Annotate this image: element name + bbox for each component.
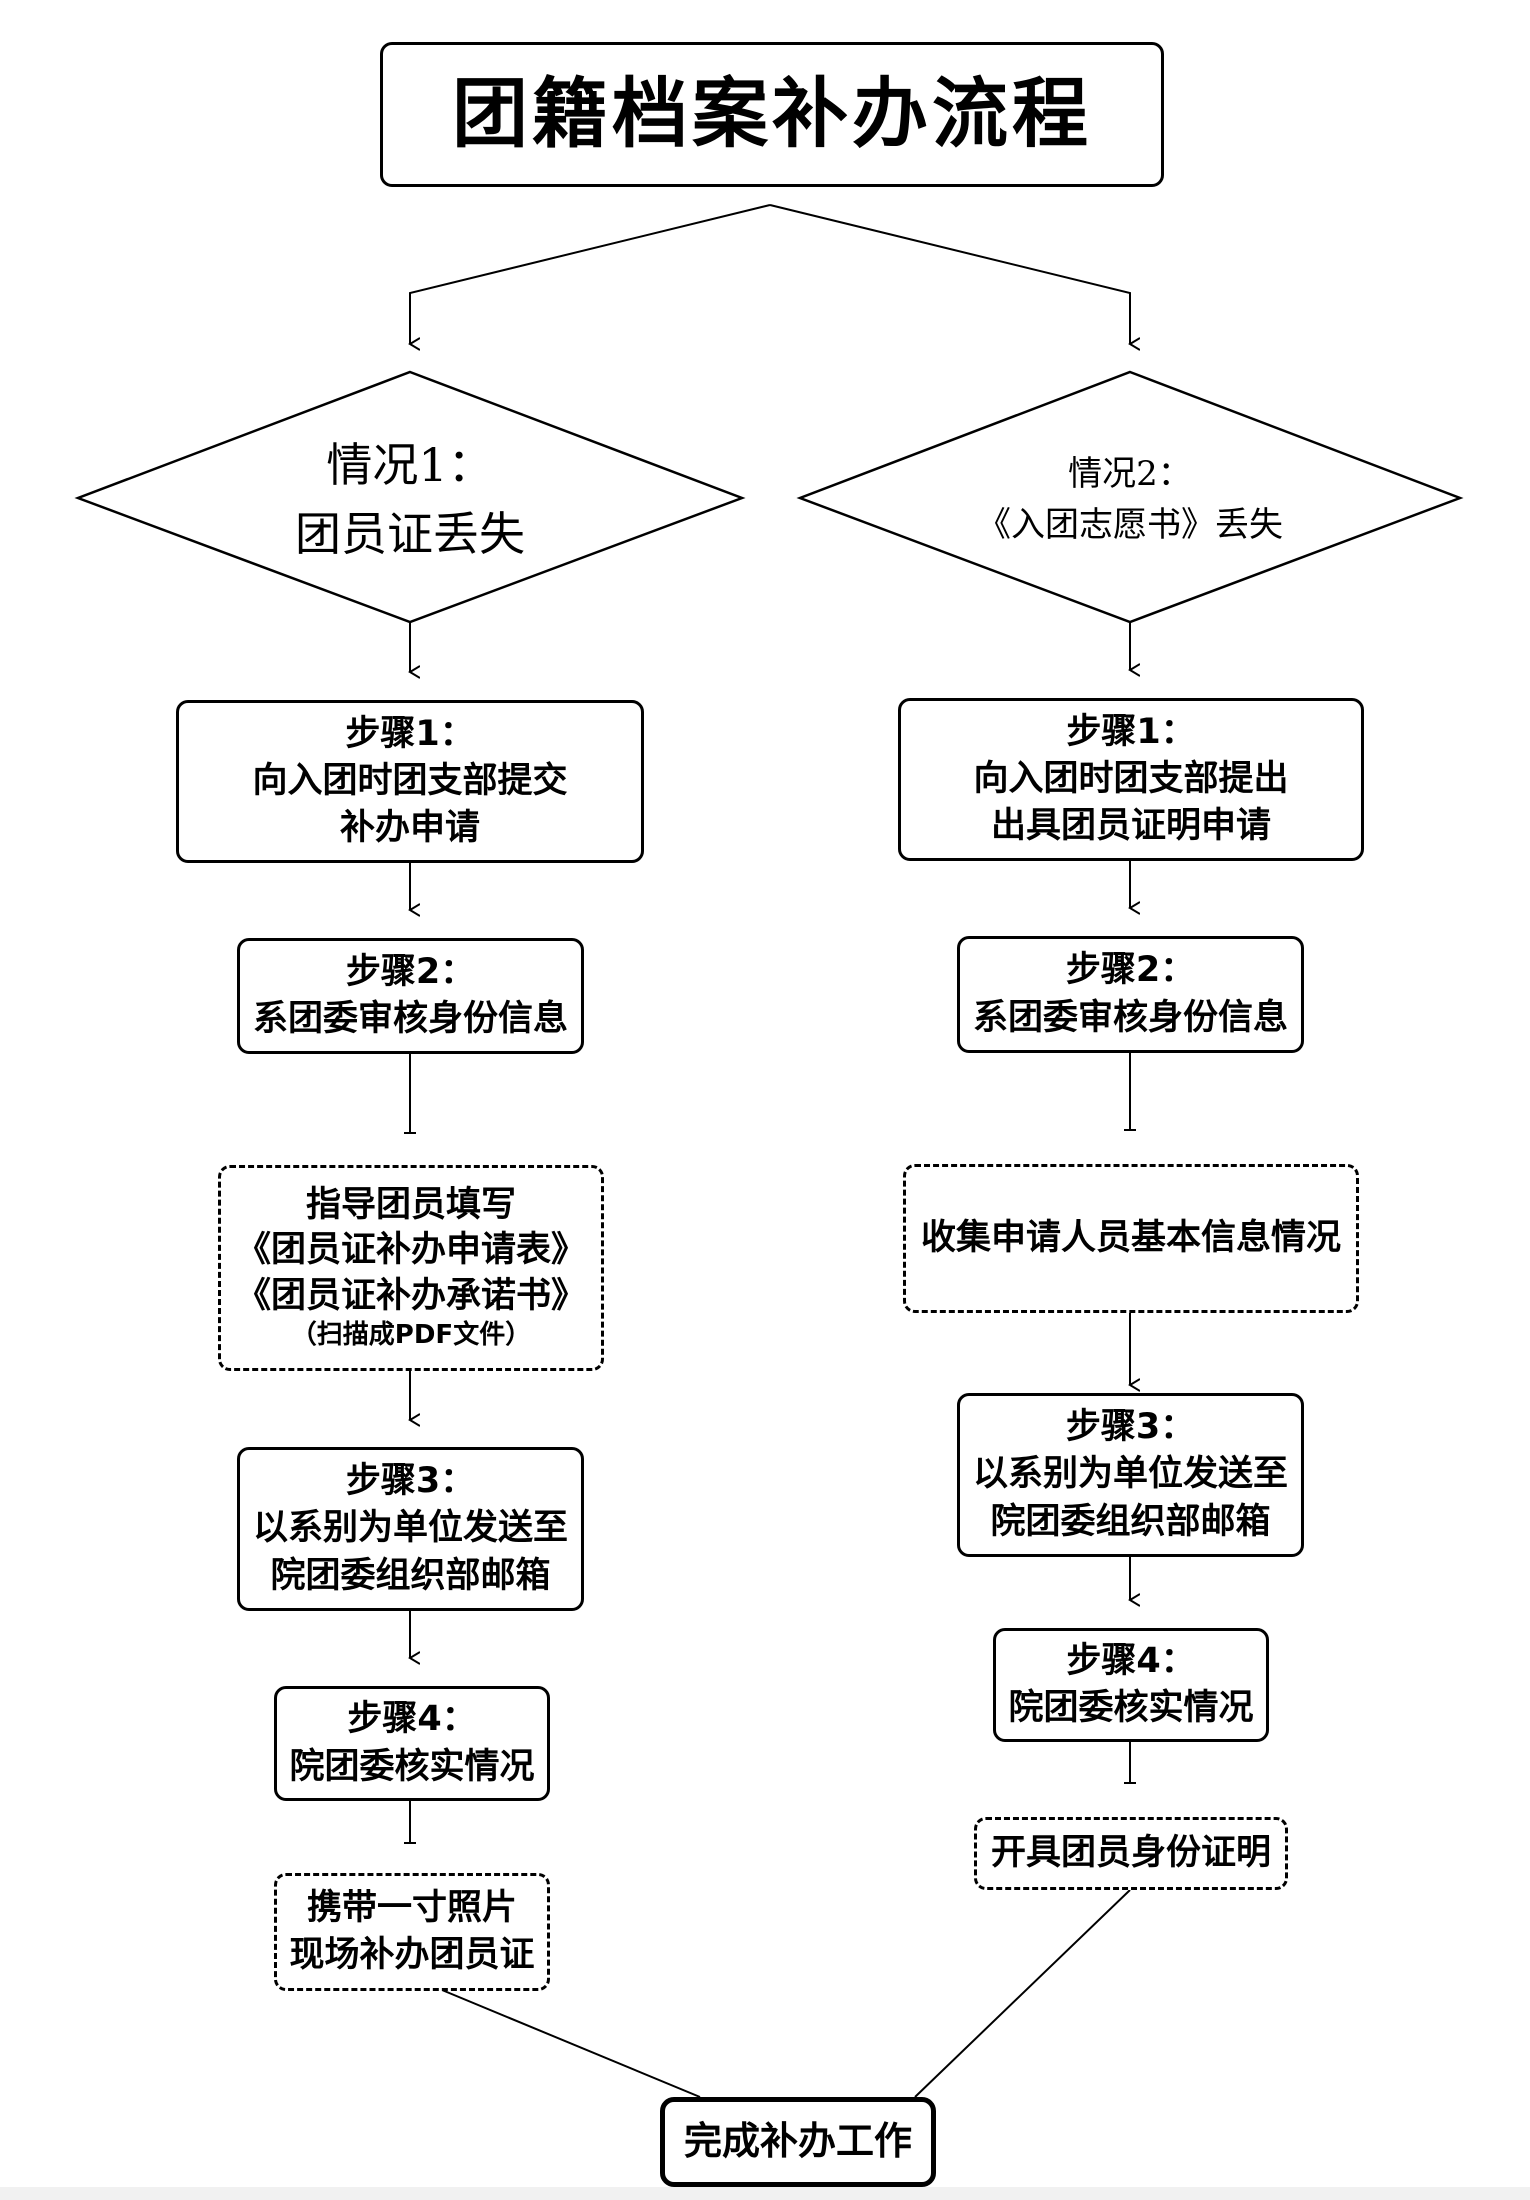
step-label: 步骤2：	[1065, 950, 1196, 991]
step-label: 步骤1：	[1066, 711, 1196, 752]
step-line: 出具团员证明申请	[990, 806, 1271, 847]
step-line: 指导团员填写	[305, 1184, 516, 1225]
step-line: 开具团员身份证明	[990, 1832, 1271, 1873]
case1-desc: 团员证丢失	[295, 507, 525, 561]
step-line: 收集申请人员基本信息情况	[920, 1217, 1341, 1258]
step-line: 院团委核实情况	[1008, 1688, 1254, 1728]
step-line: 以系别为单位发送至	[252, 1508, 568, 1549]
step-line: 院团委核实情况	[289, 1746, 535, 1787]
case1-label: 情况1：	[326, 438, 494, 492]
case2-step2-box: 步骤2： 系团委审核身份信息	[957, 936, 1304, 1053]
step-note: （扫描成PDF文件）	[290, 1320, 532, 1351]
line-r-final	[914, 1889, 1131, 2098]
case2-step4-box: 步骤4： 院团委核实情况	[993, 1628, 1269, 1742]
step-label: 步骤1：	[345, 713, 475, 754]
title-split-line-right	[769, 204, 1130, 344]
case1-step1-box: 步骤1： 向入团时团支部提交 补办申请	[176, 700, 644, 863]
step-label: 步骤3：	[345, 1461, 476, 1502]
case1-step3-box: 步骤3： 以系别为单位发送至 院团委组织部邮箱	[237, 1447, 584, 1611]
final-box: 完成补办工作	[660, 2097, 936, 2187]
step-line: 向入团时团支部提交	[252, 760, 568, 801]
title-split-line	[410, 204, 771, 344]
step-line: 院团委组织部邮箱	[990, 1501, 1271, 1542]
step-line: 系团委审核身份信息	[972, 997, 1288, 1038]
case2-issue-proof-box: 开具团员身份证明	[974, 1817, 1288, 1890]
step-label: 步骤3：	[1065, 1407, 1196, 1448]
step-line: 《团员证补办承诺书》	[235, 1275, 586, 1316]
step-line: 向入团时团支部提出	[973, 758, 1289, 799]
case2-text: 情况2： 《入团志愿书》丢失	[920, 440, 1340, 560]
step-line: 院团委组织部邮箱	[270, 1555, 551, 1596]
page-title-text: 团籍档案补办流程	[452, 69, 1092, 159]
case1-replace-card-box: 携带一寸照片 现场补办团员证	[274, 1873, 550, 1991]
step-line: 系团委审核身份信息	[252, 999, 568, 1039]
case2-collect-info-box: 收集申请人员基本信息情况	[903, 1164, 1359, 1313]
page-title: 团籍档案补办流程	[380, 42, 1164, 187]
case2-step1-box: 步骤1： 向入团时团支部提出 出具团员证明申请	[898, 698, 1364, 861]
step-line: 《团员证补办申请表》	[235, 1230, 586, 1271]
case1-step4-box: 步骤4： 院团委核实情况	[274, 1686, 550, 1801]
step-line: 现场补办团员证	[289, 1935, 535, 1975]
step-label: 步骤4：	[347, 1699, 477, 1740]
step-label: 步骤4：	[1066, 1640, 1196, 1681]
case1-fill-forms-box: 指导团员填写 《团员证补办申请表》 《团员证补办承诺书》 （扫描成PDF文件）	[218, 1165, 604, 1371]
step-line: 携带一寸照片	[306, 1887, 517, 1928]
bottom-strip	[0, 2187, 1530, 2200]
case2-step3-box: 步骤3： 以系别为单位发送至 院团委组织部邮箱	[957, 1393, 1304, 1557]
case2-desc: 《入团志愿书》丢失	[977, 505, 1283, 545]
case1-step2-box: 步骤2： 系团委审核身份信息	[237, 938, 584, 1054]
case1-text: 情况1： 团员证丢失	[220, 420, 600, 580]
line-l-final	[441, 1989, 701, 2098]
step-line: 补办申请	[339, 808, 480, 849]
case2-label: 情况2：	[1068, 454, 1192, 494]
final-text: 完成补办工作	[683, 2119, 912, 2164]
step-line: 以系别为单位发送至	[972, 1454, 1288, 1495]
step-label: 步骤2：	[345, 951, 476, 992]
